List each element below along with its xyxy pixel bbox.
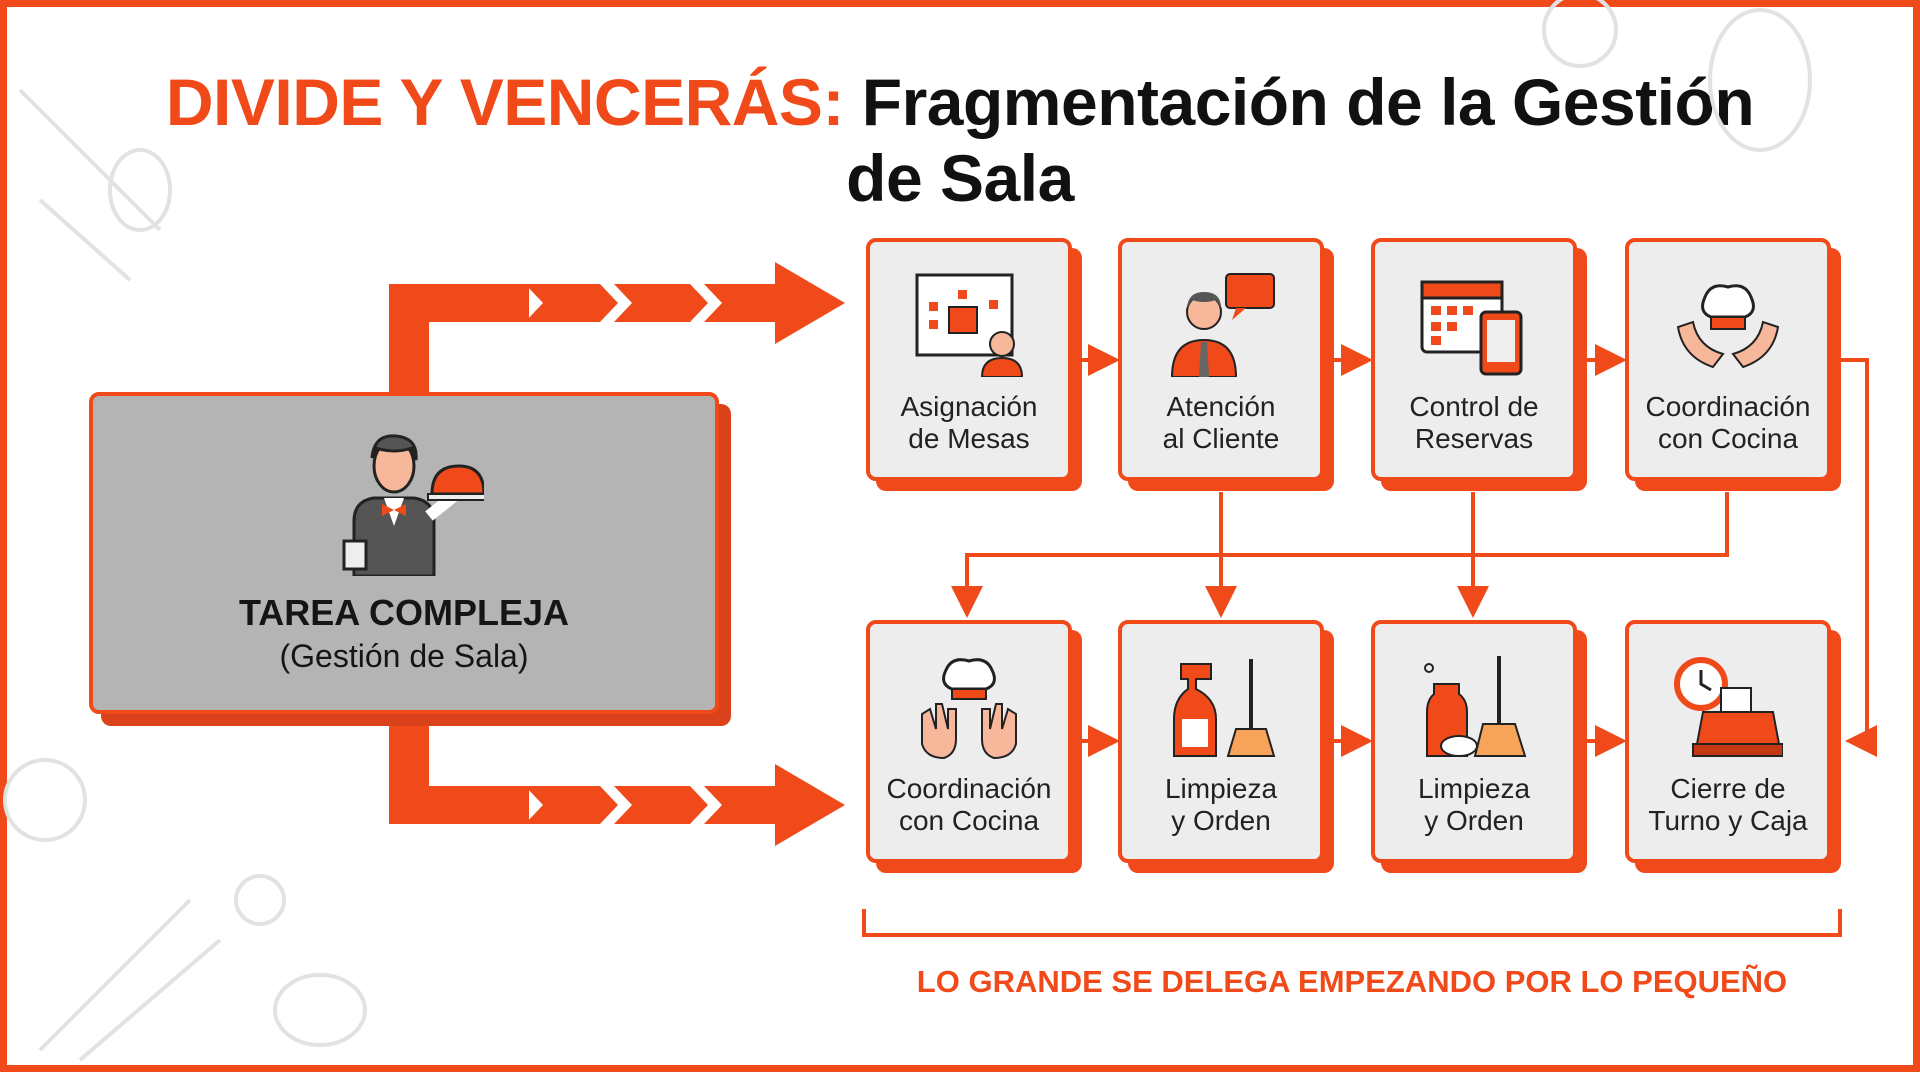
waiter-icon bbox=[342, 434, 484, 576]
step-label: y Orden bbox=[1424, 805, 1524, 836]
step-label: Reservas bbox=[1414, 423, 1534, 454]
spray-broom-icon bbox=[1173, 659, 1276, 757]
step-label: Cierre de bbox=[1670, 773, 1786, 804]
chef-hat-hands-icon bbox=[921, 658, 1017, 759]
thick-arrow-top bbox=[389, 262, 845, 394]
table-layout-icon bbox=[915, 273, 1024, 377]
step-label: Coordinación bbox=[1645, 391, 1811, 422]
thick-arrow-bottom bbox=[389, 714, 845, 846]
step-label: Limpieza bbox=[1417, 773, 1531, 804]
main-task-card: TAREA COMPLEJA (Gestión de Sala) bbox=[89, 392, 719, 714]
chef-hat-hands-icon bbox=[1676, 284, 1780, 369]
step-label: Asignación bbox=[900, 391, 1038, 422]
main-task-heading: TAREA COMPLEJA bbox=[238, 592, 569, 633]
cleaning-supplies-icon bbox=[1424, 656, 1527, 757]
footer-caption: LO GRANDE SE DELEGA EMPEZANDO POR LO PEQ… bbox=[916, 964, 1788, 999]
step-label: Limpieza bbox=[1164, 773, 1278, 804]
page-title: DIVIDE Y VENCERÁS: Fragmentación de la G… bbox=[0, 64, 1920, 140]
main-task-subheading: (Gestión de Sala) bbox=[279, 638, 529, 674]
page-title-line2: de Sala bbox=[846, 141, 1074, 215]
step-label: y Orden bbox=[1171, 805, 1271, 836]
step-label: con Cocina bbox=[898, 805, 1040, 836]
bracket bbox=[862, 909, 1842, 937]
step-label: al Cliente bbox=[1162, 423, 1280, 454]
title-accent: DIVIDE Y VENCERÁS: bbox=[165, 65, 845, 139]
cash-register-clock-icon bbox=[1674, 657, 1783, 757]
step-label: Atención bbox=[1166, 391, 1276, 422]
step-label: Turno y Caja bbox=[1648, 805, 1808, 836]
step-label: de Mesas bbox=[908, 423, 1030, 454]
title-line1: Fragmentación de la Gestión bbox=[861, 65, 1755, 139]
step-label: con Cocina bbox=[1657, 423, 1799, 454]
step-label: Control de bbox=[1409, 391, 1539, 422]
background-doodles bbox=[3, 0, 1812, 1062]
step-label: Coordinación bbox=[886, 773, 1052, 804]
customer-chat-icon bbox=[1170, 273, 1275, 377]
calendar-phone-icon bbox=[1420, 280, 1523, 376]
